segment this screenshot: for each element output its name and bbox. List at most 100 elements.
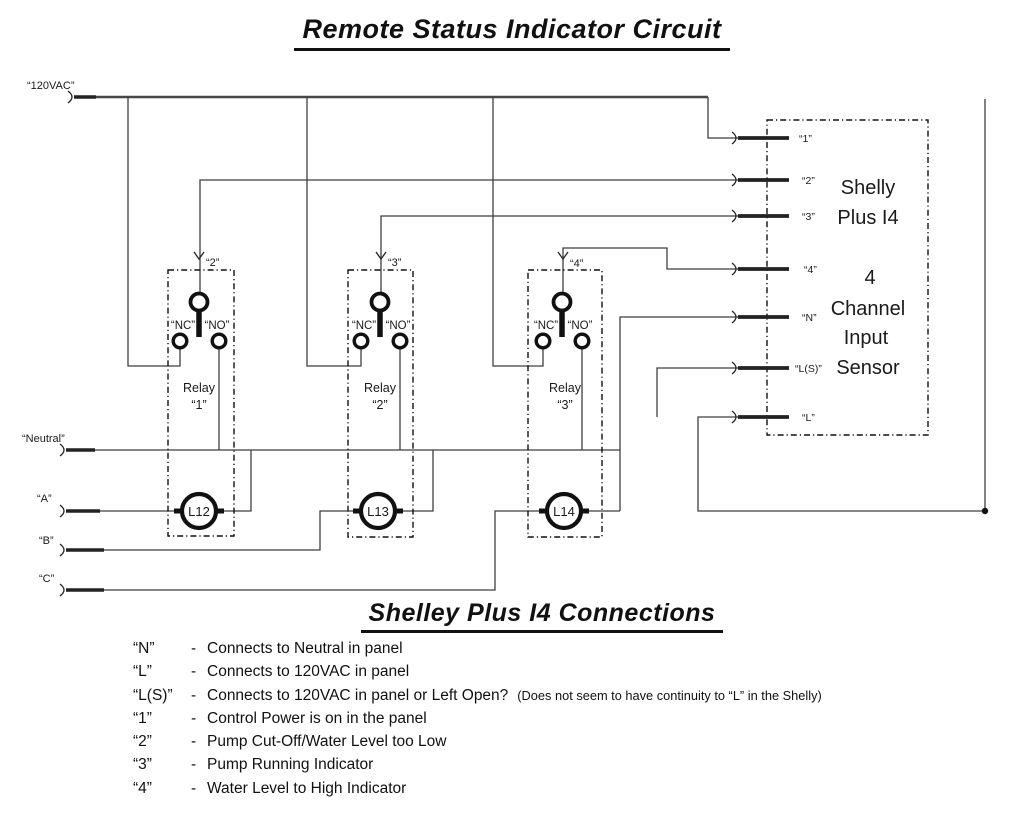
- legend-dash: -: [191, 779, 197, 797]
- legend-row: “L” - Connects to 120VAC in panel: [133, 663, 1013, 686]
- legend-term: “L(S)”: [133, 686, 173, 704]
- legend-row: “3” - Pump Running Indicator: [133, 756, 1013, 779]
- relay-1-no-contact: [210, 332, 228, 350]
- relay-3-box: [527, 269, 603, 538]
- lamp-1-label: L12: [188, 504, 210, 519]
- relay-1-box: [167, 269, 235, 537]
- legend-desc: Control Power is on in the panel: [207, 709, 427, 727]
- shelly-terminal-n: “N”: [802, 312, 817, 324]
- legend-row: “1” - Control Power is on in the panel: [133, 710, 1013, 733]
- legend-row: “L(S)” - Connects to 120VAC in panel or …: [133, 687, 1013, 710]
- shelly-desc-line3: Input: [844, 327, 889, 349]
- shelly-name-line1: Shelly: [841, 177, 895, 199]
- legend-row: “4” - Water Level to High Indicator: [133, 780, 1013, 803]
- legend-desc: Water Level to High Indicator: [207, 779, 407, 797]
- relay-1-name: Relay: [183, 381, 216, 395]
- legend-term: “N”: [133, 640, 155, 657]
- wire-b-to-lamp2: [75, 510, 354, 551]
- relay-1-nc-contact: [171, 332, 189, 350]
- shelly-desc-line2: Channel: [831, 298, 906, 320]
- relay-2-no-label: “NO”: [386, 320, 411, 332]
- legend-desc: Connects to 120VAC in panel: [207, 663, 410, 681]
- lamp-3-label: L14: [553, 504, 575, 519]
- wire-120vac-to-relay3-nc: [492, 97, 544, 367]
- relay-2: “3” “NC” “NO” Relay “2” L13: [347, 251, 414, 538]
- wire-shelly3-to-relay2: [380, 215, 740, 293]
- wire-shelly2-to-relay1: [199, 179, 740, 293]
- relay-3-no-contact: [573, 332, 591, 350]
- left-terminal-symbols: [59, 90, 104, 597]
- relay-2-nc-contact: [352, 332, 370, 350]
- relay-2-number: “2”: [372, 398, 387, 412]
- shelly-terminal-symbols: [731, 131, 789, 424]
- connections-title: Shelley Plus I4 Connections: [60, 599, 1024, 633]
- shelly-terminal-stubs: [738, 136, 789, 419]
- lamp-2: [358, 491, 398, 531]
- circuit-wires: [75, 95, 986, 591]
- legend-note: (Does not seem to have continuity to “L”…: [517, 687, 822, 703]
- legend-term: “2”: [133, 733, 152, 751]
- legend-dash: -: [191, 733, 197, 751]
- relay-2-box: [347, 269, 414, 538]
- terminal-hook-icon: [67, 90, 73, 104]
- relay-2-common-contact: [369, 291, 391, 313]
- wire-shellyN-to-neutral: [619, 316, 740, 511]
- shelly-terminal-l: “L”: [802, 412, 815, 424]
- legend-term: “3”: [133, 756, 152, 774]
- wire-120vac-to-relay2-nc: [306, 97, 362, 367]
- relay-3-name: Relay: [549, 381, 582, 395]
- shelly-terminal-2: “2”: [802, 175, 815, 187]
- wire-rail-to-shelly1: [707, 97, 739, 139]
- relay-3-common-contact: [551, 291, 573, 313]
- wire-shelly4-to-relay3: [562, 247, 740, 293]
- relay-2-no-contact: [391, 332, 409, 350]
- relay-3-number: “3”: [557, 398, 572, 412]
- shelly-terminal-1: “1”: [799, 133, 812, 145]
- relay-3-no-label: “NO”: [568, 320, 593, 332]
- terminal-hook-icon: [59, 583, 65, 597]
- legend-term: “1”: [133, 709, 152, 727]
- connections-legend: “N” - Connects to Neutral in panel “L” -…: [133, 640, 1013, 803]
- wire-120vac-to-relay1-nc: [127, 97, 181, 367]
- terminal-hook-icon: [731, 131, 737, 424]
- page-title: Remote Status Indicator Circuit: [0, 14, 1024, 51]
- shelly-desc-line1: 4: [864, 267, 875, 289]
- legend-row: “2” - Pump Cut-Off/Water Level too Low: [133, 733, 1013, 756]
- arrow-down-icon: [193, 251, 205, 261]
- legend-desc: Connects to 120VAC in panel or Left Open…: [207, 686, 509, 704]
- legend-dash: -: [191, 663, 197, 681]
- junction-dot: [981, 507, 989, 515]
- relay-3-feed-label: “4”: [570, 258, 584, 270]
- terminal-hook-icon: [59, 443, 65, 457]
- relay-1-common-contact: [188, 291, 210, 313]
- shelly-desc-line4: Sensor: [836, 357, 900, 379]
- shelly-outline: [766, 119, 929, 436]
- label-a: “A”: [37, 493, 52, 505]
- shelly-terminal-4: “4”: [804, 264, 817, 276]
- legend-dash: -: [191, 756, 197, 774]
- lamp-1: [179, 491, 219, 531]
- terminal-hook-icon: [59, 543, 65, 557]
- wire-shellyLS: [656, 367, 740, 417]
- legend-dash: -: [191, 686, 197, 704]
- circuit-diagram: “120VAC” “Neutral” “A” “B” “C” “2” “NC” …: [22, 80, 989, 597]
- shelly-terminal-3: “3”: [802, 211, 815, 223]
- relay-2-nc-label: “NC”: [352, 320, 376, 332]
- shelly-box: “1” “2” “3” “4” “N” “L(S)” “L” Shelly Pl…: [731, 119, 929, 436]
- relay-3: “4” “NC” “NO” Relay “3” L14: [527, 251, 603, 538]
- relay-1-no-label: “NO”: [205, 320, 230, 332]
- lamp-3: [544, 491, 584, 531]
- legend-desc: Pump Running Indicator: [207, 756, 374, 774]
- relay-2-feed-label: “3”: [388, 257, 402, 269]
- wire-lamp2-to-neutral: [402, 450, 434, 512]
- legend-desc: Pump Cut-Off/Water Level too Low: [207, 733, 447, 751]
- shelly-terminal-ls: “L(S)”: [795, 363, 822, 375]
- wire-lamp1-to-neutral: [223, 450, 252, 512]
- arrow-down-icon: [375, 251, 387, 261]
- relay-1: “2” “NC” “NO” Relay “1” L12: [167, 251, 235, 537]
- page-title-text: Remote Status Indicator Circuit: [294, 14, 730, 51]
- label-b: “B”: [39, 535, 54, 547]
- relay-3-nc-label: “NC”: [534, 320, 558, 332]
- legend-dash: -: [191, 709, 197, 727]
- legend-term: “L”: [133, 663, 152, 681]
